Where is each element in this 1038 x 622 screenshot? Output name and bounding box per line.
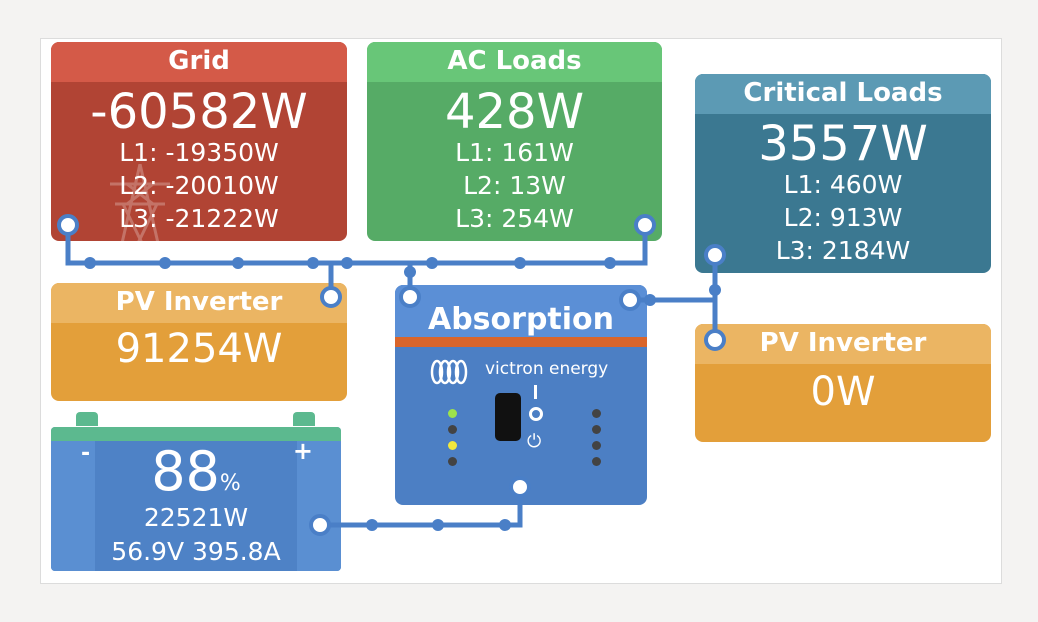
grid-l1: L1: -19350W <box>119 138 279 167</box>
led-r2 <box>592 425 601 434</box>
grid-l2: L2: -20010W <box>119 171 279 200</box>
pv-inverter-left-power: 91254W <box>115 326 283 372</box>
battery-soc-value: 88 <box>151 440 220 503</box>
ac-loads-power: 428W <box>444 84 585 140</box>
grid-tile[interactable]: Grid -60582W L1: -19350W L2: -20010W L3:… <box>51 42 347 241</box>
power-switch[interactable] <box>495 393 521 441</box>
grid-power: -60582W <box>90 84 308 140</box>
ac-loads-l1: L1: 161W <box>455 138 574 167</box>
led-4 <box>448 457 457 466</box>
battery-soc-unit: % <box>219 471 241 496</box>
critical-loads-l1: L1: 460W <box>783 170 903 199</box>
pv-inverter-right-tile[interactable]: PV Inverter 0W <box>695 324 991 442</box>
battery-terminal-minus <box>76 412 98 426</box>
power-icon: ⏻ <box>527 431 542 452</box>
led-2 <box>448 425 457 434</box>
pv-inverter-right-title: PV Inverter <box>695 324 991 364</box>
switch-off-mark <box>529 407 543 421</box>
line-grid-acloads <box>65 222 648 266</box>
critical-loads-tile[interactable]: Critical Loads 3557W L1: 460W L2: 913W L… <box>695 74 991 273</box>
pv-inverter-left-tile[interactable]: PV Inverter 91254W <box>51 283 347 401</box>
battery-top <box>51 427 341 441</box>
battery-side-right <box>297 441 341 571</box>
pylon-icon <box>110 164 170 241</box>
critical-loads-power: 3557W <box>758 116 928 172</box>
ac-loads-l3: L3: 254W <box>455 204 574 233</box>
battery-plus-label: + <box>292 437 313 465</box>
led-r4 <box>592 457 601 466</box>
ac-loads-l2: L2: 13W <box>463 171 566 200</box>
led-r3 <box>592 441 601 450</box>
inverter-tile[interactable]: Absorption victron energy ⏻ <box>395 285 647 505</box>
inverter-stripe <box>395 337 647 347</box>
battery-soc: 88% <box>51 445 341 499</box>
critical-loads-title: Critical Loads <box>695 74 991 114</box>
pv-inverter-left-title: PV Inverter <box>51 283 347 323</box>
battery-minus-label: - <box>81 441 91 466</box>
battery-power: 22521W <box>143 503 249 532</box>
battery-tile[interactable]: - + 88% 22521W 56.9V 395.8A <box>51 427 341 571</box>
victron-logo-icon <box>430 359 468 385</box>
line-inverter-battery <box>317 484 523 528</box>
led-r1 <box>592 409 601 418</box>
battery-terminal-plus <box>293 412 315 426</box>
inverter-brand: victron energy <box>485 359 609 379</box>
battery-side-left <box>51 441 95 571</box>
critical-loads-l2: L2: 913W <box>783 203 903 232</box>
grid-l3: L3: -21222W <box>119 204 279 233</box>
pv-inverter-right-power: 0W <box>810 369 876 415</box>
led-mains-on <box>448 409 457 418</box>
inverter-state: Absorption <box>395 285 647 337</box>
ac-loads-title: AC Loads <box>367 42 662 82</box>
grid-title: Grid <box>51 42 347 82</box>
ac-loads-tile[interactable]: AC Loads 428W L1: 161W L2: 13W L3: 254W <box>367 42 662 241</box>
battery-voltage-current: 56.9V 395.8A <box>111 537 281 566</box>
led-absorption <box>448 441 457 450</box>
switch-on-mark <box>534 385 537 399</box>
critical-loads-l3: L3: 2184W <box>775 236 911 265</box>
